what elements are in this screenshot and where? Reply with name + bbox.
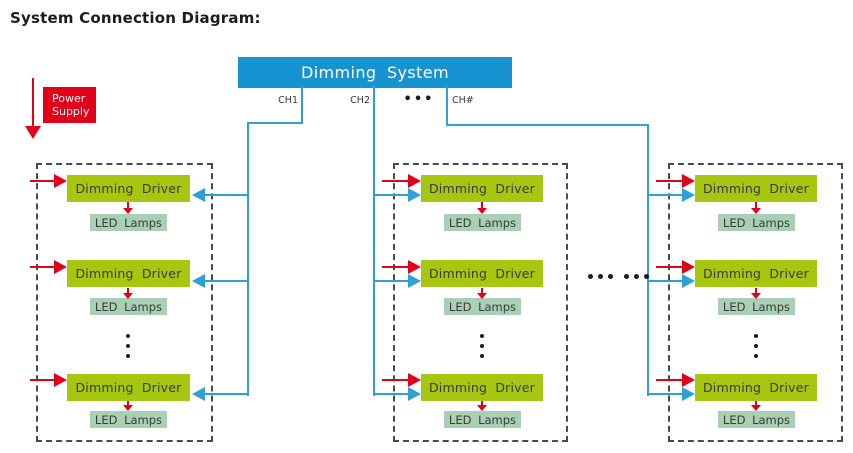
dimming-signal-arrow-icon	[647, 274, 695, 288]
driver-to-lamp-arrow-icon	[751, 288, 761, 299]
ch1-elbow-line	[247, 122, 303, 124]
ch2-bus-line	[373, 86, 375, 396]
vertical-ellipsis-icon	[480, 334, 484, 358]
led-lamps-box: LED Lamps	[90, 298, 167, 315]
power-arrow-icon	[30, 174, 67, 188]
dimming-signal-arrow-icon	[647, 188, 695, 202]
dimming-driver-box: Dimming Driver	[695, 175, 817, 202]
power-supply-label-line1: Power	[52, 92, 86, 105]
driver-to-lamp-arrow-icon	[477, 202, 487, 214]
power-arrow-icon	[382, 373, 421, 387]
power-arrow-icon	[30, 260, 67, 274]
driver-group-2	[393, 163, 568, 442]
chn-elbow-line	[446, 124, 649, 126]
power-arrow-icon	[656, 373, 695, 387]
power-arrow-icon	[656, 260, 695, 274]
led-lamps-box: LED Lamps	[444, 298, 521, 315]
channel-ellipsis-icon: •••	[403, 92, 435, 107]
dimming-driver-box: Dimming Driver	[67, 260, 190, 287]
power-arrow-icon	[382, 260, 421, 274]
page-title: System Connection Diagram:	[10, 9, 261, 27]
dimming-driver-box: Dimming Driver	[421, 260, 543, 287]
power-supply-arrow-icon	[25, 78, 41, 139]
driver-to-lamp-arrow-icon	[477, 288, 487, 299]
dimming-signal-arrow-icon	[192, 274, 249, 288]
horizontal-ellipsis-icon	[588, 274, 649, 279]
dimming-driver-box: Dimming Driver	[67, 374, 190, 401]
driver-to-lamp-arrow-icon	[123, 288, 133, 299]
ch1-bus-line	[247, 122, 249, 396]
dimming-signal-arrow-icon	[192, 188, 249, 202]
dimming-signal-arrow-icon	[647, 387, 695, 401]
power-supply-box: Power Supply	[43, 87, 96, 123]
dimming-system-box: Dimming System	[238, 57, 512, 88]
vertical-ellipsis-icon	[126, 334, 130, 358]
driver-to-lamp-arrow-icon	[123, 202, 133, 214]
channel-label-ch2: CH2	[350, 95, 370, 106]
power-arrow-icon	[382, 174, 421, 188]
dimming-signal-arrow-icon	[374, 274, 421, 288]
driver-to-lamp-arrow-icon	[123, 401, 133, 411]
power-supply-label-line2: Supply	[52, 105, 90, 118]
driver-group-1	[36, 163, 213, 442]
chn-drop-line	[446, 86, 448, 126]
led-lamps-box: LED Lamps	[718, 411, 795, 428]
ch1-drop-line	[301, 86, 303, 124]
led-lamps-box: LED Lamps	[444, 214, 521, 231]
dimming-driver-box: Dimming Driver	[421, 175, 543, 202]
dimming-signal-arrow-icon	[374, 387, 421, 401]
driver-group-n	[668, 163, 843, 442]
led-lamps-box: LED Lamps	[718, 298, 795, 315]
driver-to-lamp-arrow-icon	[751, 401, 761, 411]
driver-to-lamp-arrow-icon	[751, 202, 761, 214]
channel-label-ch1: CH1	[278, 95, 298, 106]
dimming-driver-box: Dimming Driver	[421, 374, 543, 401]
dimming-driver-box: Dimming Driver	[695, 260, 817, 287]
power-arrow-icon	[656, 174, 695, 188]
dimming-driver-box: Dimming Driver	[695, 374, 817, 401]
vertical-ellipsis-icon	[754, 334, 758, 358]
led-lamps-box: LED Lamps	[90, 214, 167, 231]
dimming-driver-box: Dimming Driver	[67, 175, 190, 202]
led-lamps-box: LED Lamps	[718, 214, 795, 231]
chn-bus-line	[647, 124, 649, 396]
led-lamps-box: LED Lamps	[444, 411, 521, 428]
led-lamps-box: LED Lamps	[90, 411, 167, 428]
channel-label-chn: CH#	[452, 95, 474, 106]
dimming-signal-arrow-icon	[374, 188, 421, 202]
driver-to-lamp-arrow-icon	[477, 401, 487, 411]
power-arrow-icon	[30, 373, 67, 387]
dimming-signal-arrow-icon	[192, 387, 249, 401]
